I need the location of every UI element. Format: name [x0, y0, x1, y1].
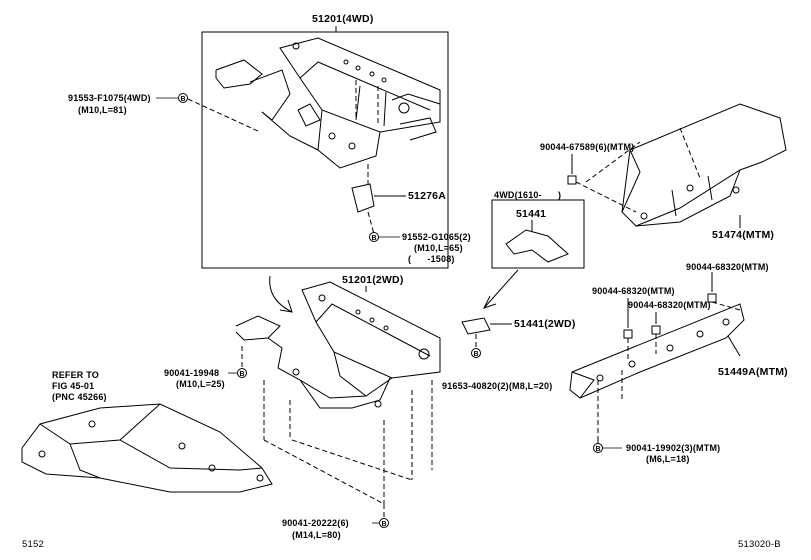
callout-b-19948: B	[237, 368, 247, 378]
label-90044-68320-c: 90044-68320(MTM)	[686, 262, 769, 272]
callout-b-91653: B	[471, 348, 481, 358]
bolt-67589-icon	[567, 175, 577, 185]
label-51276A: 51276A	[408, 190, 446, 202]
dashed-diag-2	[291, 439, 413, 481]
callout-b-20222: B	[379, 518, 389, 528]
dashed-leader-91553	[187, 98, 261, 133]
label-51201-2wd: 51201(2WD)	[342, 274, 404, 286]
callout-letter: B	[473, 351, 478, 358]
label-51474: 51474(MTM)	[712, 229, 775, 241]
callout-letter: B	[595, 446, 600, 453]
label-91653: 91653-40820(2)(M8,L=20)	[442, 381, 553, 391]
callout-letter: B	[381, 521, 386, 528]
curved-arrow-head	[279, 299, 293, 313]
footer-right-code: 513020-B	[738, 539, 781, 550]
label-90041-20222-spec: (M14,L=80)	[292, 530, 341, 540]
engine-under-cover	[21, 403, 273, 493]
label-90041-20222: 90041-20222(6)	[282, 518, 349, 528]
callout-letter: B	[239, 371, 244, 378]
dashed-leader-67589	[575, 181, 637, 213]
dashed-guide-c	[585, 141, 641, 183]
label-91553: 91553-F1075(4WD)	[68, 93, 151, 103]
callout-b-91552: B	[369, 232, 379, 242]
label-inset-4wd: 4WD(1610- )	[494, 190, 562, 200]
skid-plate-51474	[621, 103, 787, 227]
inset-arrow-head	[483, 295, 497, 309]
dashed-diag-1	[263, 439, 385, 505]
label-90044-67589: 90044-67589(6)(MTM)	[540, 142, 635, 152]
label-90044-68320-a: 90044-68320(MTM)	[592, 286, 675, 296]
dashed-leader-91552	[367, 211, 375, 235]
reference-line-1: REFER TO	[52, 370, 99, 380]
callout-b-19902: B	[593, 443, 603, 453]
dashed-68320-c	[711, 301, 741, 311]
label-90041-19902: 90041-19902(3)(MTM)	[626, 443, 721, 453]
label-91552-spec: (M10,L=65)	[414, 243, 463, 253]
label-51441: 51441	[516, 208, 547, 220]
crossmember-4wd	[215, 37, 441, 169]
footer-left-code: 5152	[22, 539, 44, 550]
label-91553-spec: (M10,L=81)	[78, 105, 127, 115]
label-51449A: 51449A(MTM)	[718, 366, 788, 378]
label-90041-19902-spec: (M6,L=18)	[646, 454, 690, 464]
top-4wd-frame-box	[201, 31, 449, 269]
bracket-51441-2wd	[461, 317, 491, 335]
inset-arrow-shaft	[483, 269, 519, 309]
reference-line-2: FIG 45-01	[52, 381, 95, 391]
callout-letter: B	[180, 96, 185, 103]
crossmember-2wd	[235, 281, 441, 409]
bolt-68320-a-icon	[623, 329, 633, 339]
bolt-68320-b-icon	[651, 325, 661, 335]
label-91552-range: ( -1508)	[408, 254, 455, 264]
inset-4wd-box	[491, 199, 585, 269]
curved-arrow	[269, 275, 293, 313]
label-51441-2wd: 51441(2WD)	[514, 318, 576, 330]
label-90041-19948: 90041-19948	[164, 368, 220, 378]
label-90044-68320-b: 90044-68320(MTM)	[628, 300, 711, 310]
bracket-51276A	[351, 183, 375, 213]
bolt-68320-c-icon	[707, 293, 717, 303]
reference-line-3: (PNC 45266)	[52, 392, 107, 402]
label-91552: 91552-G1065(2)	[402, 232, 471, 242]
bracket-51449A	[569, 303, 745, 399]
callout-letter: B	[371, 235, 376, 242]
leader-51449A	[727, 335, 741, 357]
bracket-51441-4wd	[505, 229, 569, 263]
callout-b-91553: B	[178, 93, 188, 103]
label-90041-19948-spec: (M10,L=25)	[176, 379, 225, 389]
label-51201-4wd: 51201(4WD)	[312, 13, 374, 25]
dashed-guide-d	[679, 127, 701, 179]
callout-markers: B B B B B B	[178, 93, 603, 528]
